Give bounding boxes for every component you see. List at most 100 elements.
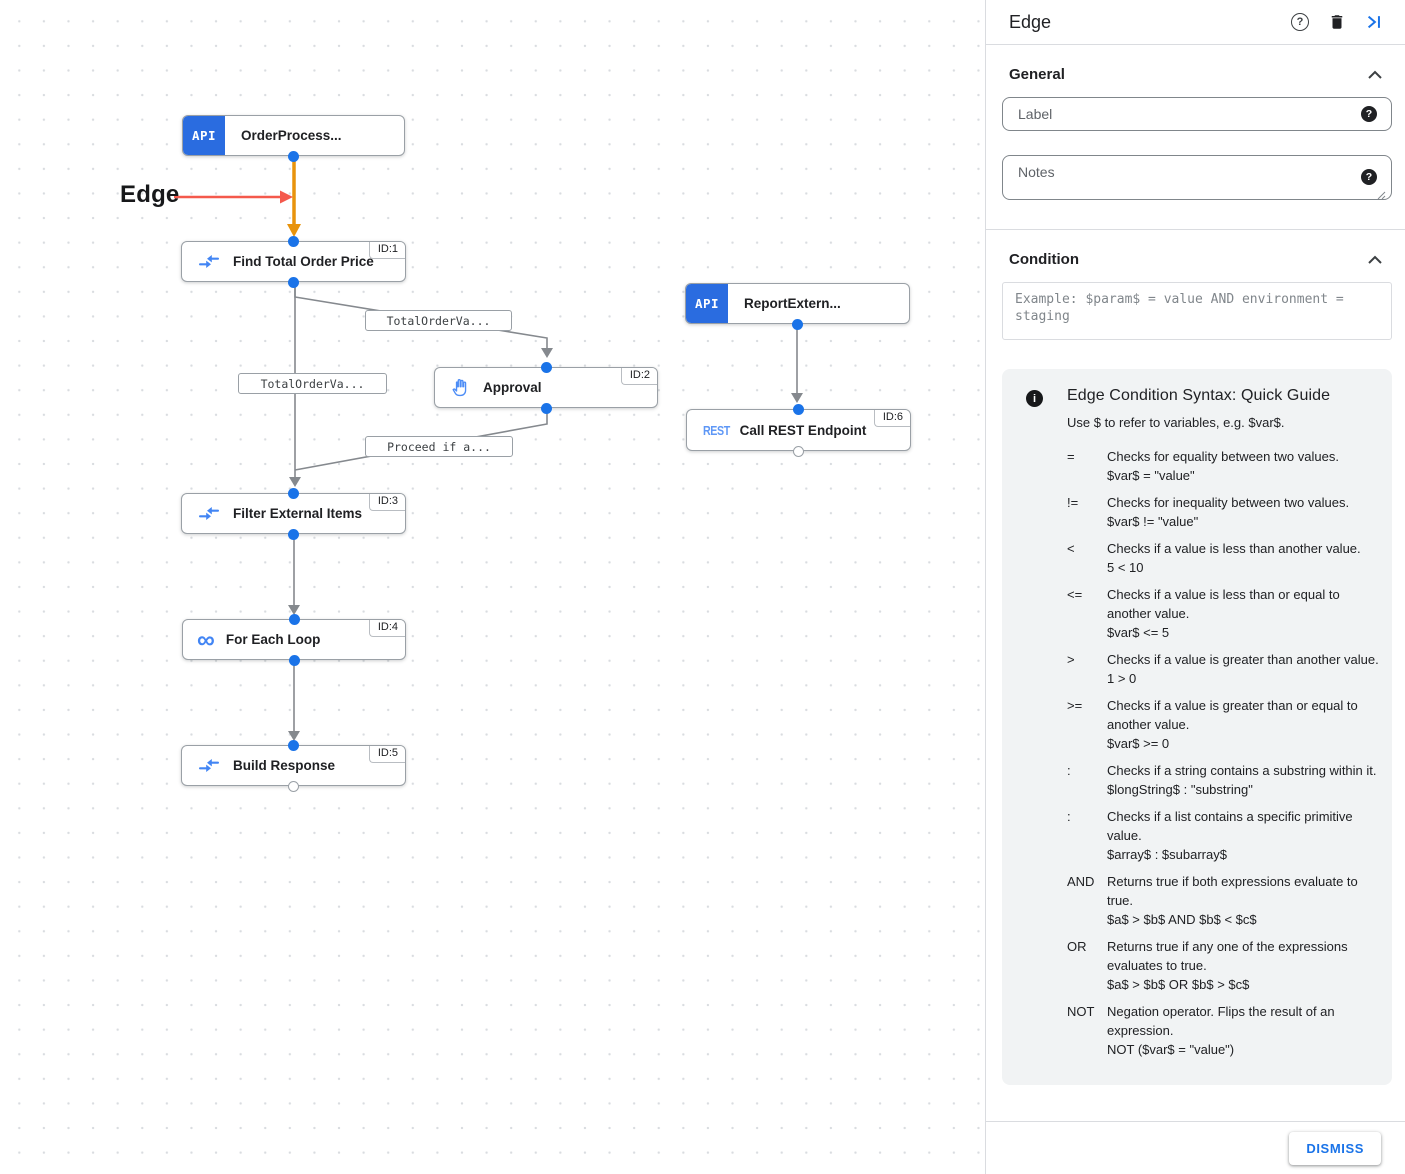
guide-operator: < (1067, 541, 1075, 556)
collapse-panel-icon[interactable] (1365, 13, 1383, 31)
node-id-tag: ID:3 (368, 494, 405, 511)
condition-textarea[interactable] (1002, 282, 1392, 340)
notes-help-icon[interactable]: ? (1361, 169, 1377, 185)
guide-description: Checks if a value is less than another v… (1107, 539, 1379, 577)
chevron-up-icon[interactable] (1367, 254, 1383, 266)
api-icon: API (183, 116, 225, 155)
data-mapping-icon (198, 254, 220, 269)
edge-label[interactable]: TotalOrderVa... (365, 310, 512, 331)
node-id-tag: ID:6 (873, 410, 910, 427)
guide-row: >Checks if a value is greater than anoth… (1067, 650, 1379, 688)
node-label: Approval (483, 380, 542, 395)
guide-description: Checks for equality between two values.$… (1107, 447, 1379, 485)
arrowhead (289, 477, 301, 487)
node-label: OrderProcess... (241, 128, 342, 143)
connector-dot[interactable] (540, 361, 552, 373)
guide-operator: NOT (1067, 1004, 1095, 1019)
guide-row: :Checks if a string contains a substring… (1067, 761, 1379, 799)
guide-example: 1 > 0 (1107, 671, 1137, 686)
node-order-process[interactable]: API OrderProcess... (182, 115, 405, 156)
approval-hand-icon (451, 378, 470, 397)
guide-example: $var$ != "value" (1107, 514, 1199, 529)
guide-operator: = (1067, 449, 1075, 464)
connector-dot[interactable] (288, 528, 299, 540)
guide-example: $var$ = "value" (1107, 468, 1195, 483)
connector-dot[interactable] (540, 402, 552, 414)
dismiss-button[interactable]: DISMISS (1289, 1131, 1381, 1165)
guide-description: Checks if a value is less than or equal … (1107, 585, 1379, 642)
connector-dot[interactable] (792, 318, 803, 330)
node-call-rest-endpoint[interactable]: REST Call REST Endpoint ID:6 (686, 409, 911, 451)
arrowhead (541, 348, 553, 358)
guide-example: $array$ : $subarray$ (1107, 847, 1227, 862)
panel-body: General ? ? Condition (986, 45, 1405, 1085)
node-approval[interactable]: Approval ID:2 (434, 367, 658, 408)
delete-icon[interactable] (1328, 13, 1346, 31)
rest-icon: REST (703, 422, 730, 438)
guide-row: :Checks if a list contains a specific pr… (1067, 807, 1379, 864)
edge-annotation-label: Edge (120, 181, 180, 208)
guide-title: Edge Condition Syntax: Quick Guide (1067, 387, 1331, 404)
guide-row: < Checks if a value is less than another … (1067, 539, 1379, 577)
guide-example: $var$ >= 0 (1107, 736, 1170, 751)
edge-label[interactable]: Proceed if a... (365, 436, 513, 457)
connector-dot[interactable] (793, 445, 804, 457)
node-label: ReportExtern... (744, 296, 841, 311)
connector-dot[interactable] (288, 276, 299, 288)
connector-dot[interactable] (288, 654, 300, 666)
loop-icon: ∞ (197, 625, 215, 654)
connector-dot[interactable] (793, 403, 804, 415)
connector-dot[interactable] (288, 150, 299, 162)
connector-dot[interactable] (288, 235, 299, 247)
guide-operator: != (1067, 495, 1079, 510)
guide-row: >= Checks if a value is greater than or e… (1067, 696, 1379, 753)
resize-grip-icon[interactable] (1376, 190, 1386, 200)
connector-dot[interactable] (288, 613, 300, 625)
connector-dot[interactable] (288, 780, 299, 792)
guide-description: Returns true if both expressions evaluat… (1107, 872, 1379, 929)
label-input[interactable] (1002, 97, 1392, 131)
edge-label[interactable]: TotalOrderVa... (238, 373, 387, 394)
node-id-tag: ID:2 (620, 368, 657, 385)
section-condition-title: Condition (1009, 251, 1079, 268)
flow-canvas[interactable]: Edge API OrderProcess... Find Total Order … (0, 0, 985, 1174)
node-label: Find Total Order Price (233, 254, 374, 269)
node-label: Filter External Items (233, 506, 363, 521)
guide-example: NOT ($var$ = "value") (1107, 1042, 1235, 1057)
node-id-tag: ID:5 (368, 746, 405, 763)
panel-header: Edge ? (986, 0, 1405, 45)
guide-operator: >= (1067, 698, 1083, 713)
guide-description: Checks if a value is greater than or equ… (1107, 696, 1379, 753)
help-icon[interactable]: ? (1291, 13, 1309, 31)
node-label: Build Response (233, 758, 336, 773)
guide-row: = Checks for equality between two values.… (1067, 447, 1379, 485)
guide-example: $var$ <= 5 (1107, 625, 1170, 640)
data-mapping-icon (198, 506, 220, 521)
guide-description: Checks if a value is greater than anothe… (1107, 652, 1379, 686)
node-label: For Each Loop (225, 632, 321, 647)
guide-intro: Use $ to refer to variables, e.g. $var$. (1067, 415, 1285, 430)
dismiss-bar: DISMISS (986, 1121, 1405, 1174)
guide-description: Returns true if any one of the expressio… (1107, 937, 1379, 994)
notes-textarea[interactable] (1002, 155, 1392, 200)
section-general-header[interactable]: General (1002, 45, 1391, 97)
connector-dot[interactable] (288, 487, 299, 499)
section-condition-header[interactable]: Condition (1002, 230, 1391, 282)
chevron-up-icon[interactable] (1367, 69, 1383, 81)
connector-dot[interactable] (288, 739, 299, 751)
guide-description: Checks for inequality between two values… (1107, 493, 1379, 531)
guide-example: $a$ > $b$ AND $b$ < $c$ (1107, 912, 1257, 927)
guide-operator: <= (1067, 587, 1083, 602)
edges-layer (174, 158, 803, 741)
node-filter-external-items[interactable]: Filter External Items ID:3 (181, 493, 406, 534)
node-label: Call REST Endpoint (739, 422, 867, 438)
node-build-response[interactable]: Build Response ID:5 (181, 745, 406, 786)
section-divider (986, 229, 1405, 230)
label-help-icon[interactable]: ? (1361, 106, 1377, 122)
